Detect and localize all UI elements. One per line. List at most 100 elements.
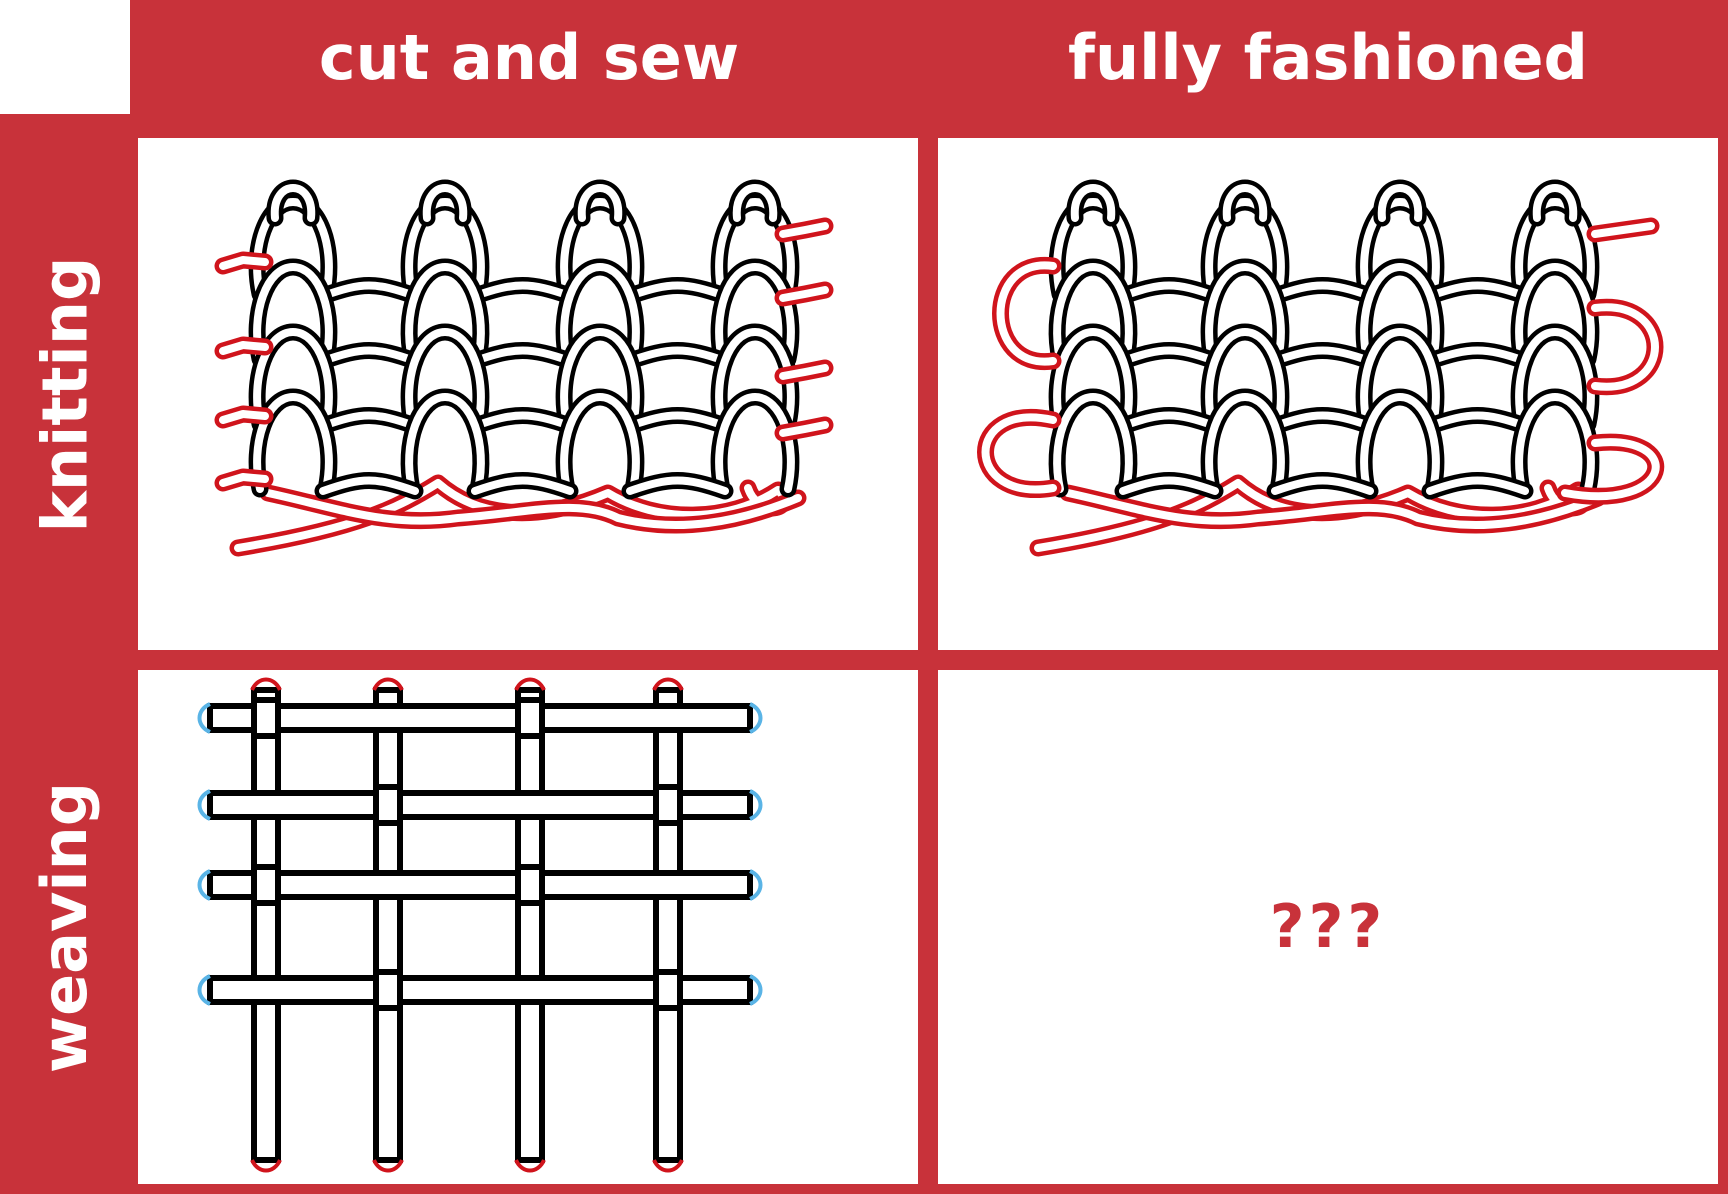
weft-thread-0 [207,703,753,733]
weft-left-end-1 [197,789,211,821]
warp-thread-3 [653,687,683,1163]
knit-loop-r2-c1-core [405,328,485,428]
knit-loop-r2-c1-core [1205,328,1285,428]
warp-thread-1 [373,687,403,1163]
warp-top-end-3 [652,677,684,691]
knit-turn-left-top-core [996,261,1057,366]
weft-thread-2 [207,870,753,900]
knit-cut-end-right-2-core [779,364,829,380]
weft-left-end-3 [197,974,211,1006]
knit-loop-r0-c2-core [560,198,640,298]
warp-bottom-end-2 [514,1159,546,1173]
weft-right-end-0 [749,702,763,734]
weft-right-end-3 [749,974,763,1006]
knit-turn-left-bottom-core [981,413,1057,494]
column-header-cut-and-sew: cut and sew [318,20,740,94]
knit-end-right-top-core [1591,222,1655,238]
knit-loop-r2-c2-core [1360,328,1440,428]
knit-loop-r1-c2-core [560,263,640,363]
knit-head-c2-core [577,184,623,222]
warp-bottom-end-0 [250,1159,282,1173]
knit-loop-r3-c3-core [1515,393,1595,493]
weft-right-end-1 [749,789,763,821]
warp-over-3-1 [653,784,683,826]
knit-head-c3-core [1532,184,1578,222]
knit-loop-r2-c2-core [560,328,640,428]
knit-loop-r3-c1-core [1205,393,1285,493]
warp-bottom-end-1 [372,1159,404,1173]
cell-knitting-cut-and-sew [138,138,918,650]
unknown-marker: ??? [1269,892,1387,962]
knit-sinker-r1-core [1119,346,1529,365]
knit-cut-end-right-3-core [779,421,829,437]
warp-top-end-2 [514,677,546,691]
knit-fabric-fashioned-illustration [977,179,1665,557]
knit-loop-r1-c3-core [715,263,795,363]
knit-head-c1-core [1222,184,1268,222]
knit-cut-end-right-1-core [779,286,829,302]
knit-loop-r1-c0-core [1053,263,1133,363]
knit-head-c3-core [732,184,778,222]
warp-over-0-2 [251,864,281,906]
knit-turn-right-mid-core [1591,303,1659,391]
knit-loop-r0-c1-core [405,198,485,298]
knit-loop-r0-c3-core [715,198,795,298]
row-label-knitting: knitting [28,256,102,532]
knit-loop-r0-c3-core [1515,198,1595,298]
knit-loop-r3-c2-core [1360,393,1440,493]
row-header-weaving: weaving [0,670,130,1184]
knit-loop-r1-c3-core [1515,263,1595,363]
warp-over-3-3 [653,969,683,1011]
knit-loop-r3-c3-core [715,393,795,493]
knit-loop-r0-c2-core [1360,198,1440,298]
warp-over-1-3 [373,969,403,1011]
knit-fabric-cut-illustration [214,179,834,557]
knit-loop-r1-c1-core [405,263,485,363]
knit-head-c0-core [1070,184,1116,222]
column-header-fully-fashioned: fully fashioned [1068,20,1588,94]
knit-tail-bottom-2-core [264,489,802,529]
knit-sinker-r1-core [319,346,729,365]
knit-cut-end-right-0-core [779,222,829,238]
knit-tail-bottom-2-core [1064,489,1602,529]
knit-head-c2-core [1377,184,1423,222]
cell-divider [0,650,1728,670]
knit-loop-r1-c0-core [253,263,333,363]
knit-cut-end-left-2-core [219,410,269,424]
warp-thread-2 [515,687,545,1163]
woven-fabric-illustration [197,677,763,1173]
knit-sinker-r3-core [1119,476,1529,495]
knit-turn-right-bottom-core [1561,438,1660,501]
warp-thread-0 [251,687,281,1163]
knit-loop-r1-c2-core [1360,263,1440,363]
knit-sinker-r0-core [1119,281,1529,300]
knit-head-c0-core [270,184,316,222]
weft-left-end-0 [197,702,211,734]
bottom-border [0,1184,1728,1194]
warp-over-2-0 [515,697,545,739]
cell-knitting-fully-fashioned [938,138,1718,650]
cell-weaving-cut-and-sew [138,670,918,1184]
knit-loop-r1-c1-core [1205,263,1285,363]
knit-loop-r2-c0-core [253,328,333,428]
knit-loop-r3-c1-core [405,393,485,493]
weft-left-end-2 [197,869,211,901]
knit-loop-r2-c0-core [1053,328,1133,428]
row-header-knitting: knitting [0,138,130,650]
knit-loop-r3-c0-core [1053,393,1133,493]
warp-bottom-end-3 [652,1159,684,1173]
knit-cut-end-left-0-core [219,256,269,270]
cell-weaving-fully-fashioned: ??? [938,670,1718,1184]
knit-sinker-r2-core [319,411,729,430]
knit-loop-r0-c1-core [1205,198,1285,298]
weft-right-end-2 [749,869,763,901]
knit-loop-r3-c0-core [253,393,333,493]
warp-top-end-0 [250,677,282,691]
knit-head-c1-core [422,184,468,222]
knit-loop-r0-c0-core [1053,198,1133,298]
warp-over-0-0 [251,697,281,739]
knit-sinker-r3-core [319,476,729,495]
knit-cut-end-left-3-core [219,473,269,487]
right-border [1718,114,1728,1194]
column-divider [918,114,938,1194]
